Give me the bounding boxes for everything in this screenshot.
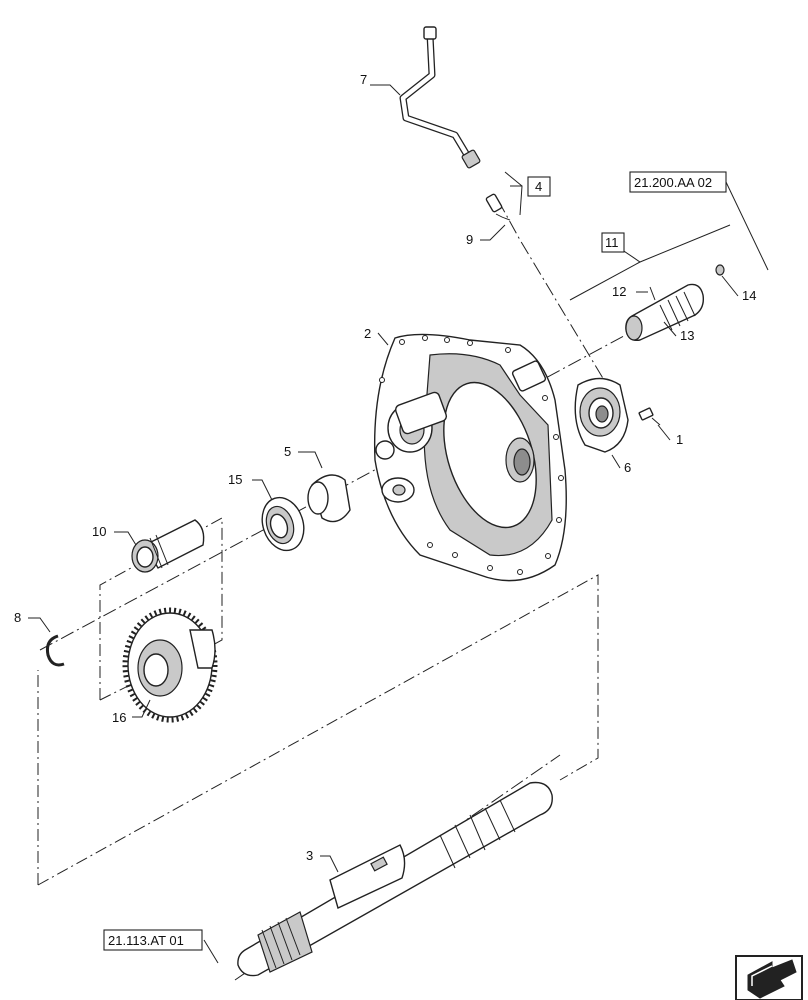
part-12-key <box>649 286 656 301</box>
part-3-main-shaft <box>237 781 553 977</box>
callout-12: 12 <box>612 284 626 299</box>
callout-9: 9 <box>466 232 473 247</box>
part-7-tube <box>399 26 481 169</box>
callout-3: 3 <box>306 848 313 863</box>
callout-8: 8 <box>14 610 21 625</box>
callout-15: 15 <box>228 472 242 487</box>
reference-top-right-label: 21.200.AA 02 <box>634 175 712 190</box>
callout-6: 6 <box>624 460 631 475</box>
svg-text:11: 11 <box>605 235 619 250</box>
part-8-snap-ring <box>46 634 65 667</box>
reference-box-bottom-left[interactable]: 21.113.AT 01 <box>103 929 203 951</box>
part-1-bolt <box>638 407 661 426</box>
callout-7: 7 <box>360 72 367 87</box>
callout-16: 16 <box>112 710 126 725</box>
part-6-bearing-plate <box>574 377 629 453</box>
next-page-arrow-icon[interactable] <box>735 955 803 1000</box>
part-15-roller-bearing <box>261 496 305 552</box>
callout-11-box: 11 <box>601 232 625 253</box>
callout-2: 2 <box>364 326 371 341</box>
part-13-splined-shaft <box>625 283 705 341</box>
leader-lines <box>28 84 769 964</box>
part-10-pinion <box>131 519 205 573</box>
part-5-bearing-cup <box>307 474 351 523</box>
part-9-fitting <box>485 193 511 221</box>
callout-13: 13 <box>680 328 694 343</box>
part-14-plug <box>715 264 725 276</box>
callout-4-box: 4 <box>527 176 551 197</box>
part-16-gear <box>122 607 218 723</box>
callout-1: 1 <box>676 432 683 447</box>
callout-10: 10 <box>92 524 106 539</box>
callout-5: 5 <box>284 444 291 459</box>
reference-bottom-left-label: 21.113.AT 01 <box>108 933 184 948</box>
reference-box-top-right[interactable]: 21.200.AA 02 <box>629 171 727 193</box>
callout-14: 14 <box>742 288 756 303</box>
callouts: 7 9 2 1 6 12 13 14 5 15 10 8 16 3 <box>14 72 756 863</box>
part-2-housing <box>373 333 567 582</box>
svg-text:4: 4 <box>535 179 542 194</box>
